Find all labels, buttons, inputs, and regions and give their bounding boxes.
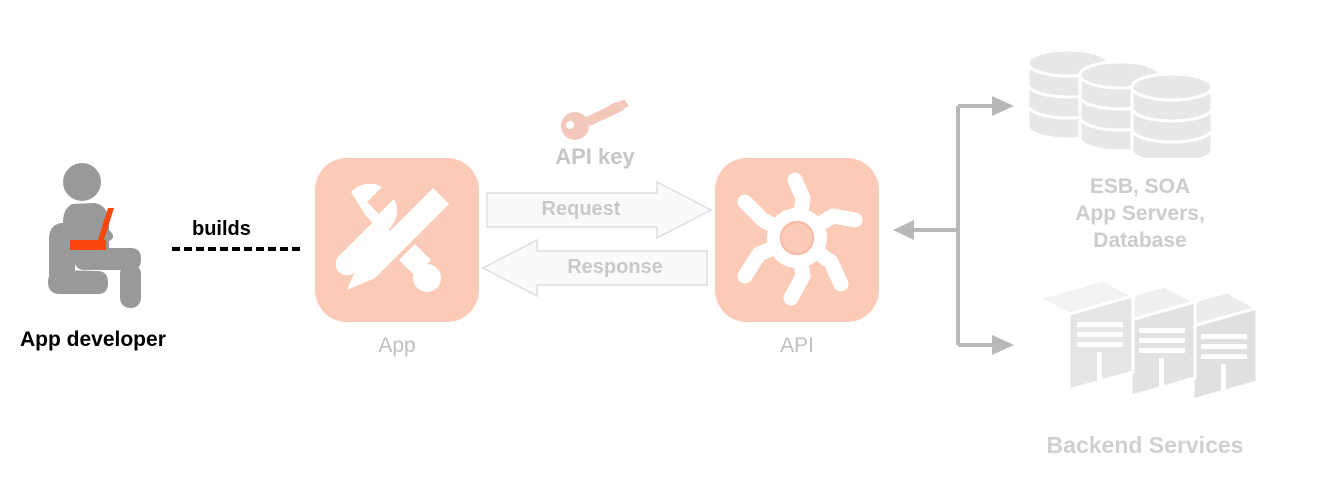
api-key-label: API key — [555, 144, 635, 169]
app-tile[interactable] — [315, 158, 479, 322]
datastores-label-line-2: App Servers, — [1075, 202, 1205, 225]
api-tile[interactable] — [715, 158, 879, 322]
app-developer-group — [42, 160, 182, 310]
request-arrow — [485, 180, 713, 240]
connector-lines — [893, 96, 1014, 355]
datastores-label-line-1: ESB, SOA — [1089, 175, 1191, 198]
wrench-and-pencil-icon — [335, 183, 449, 292]
request-label: Request — [541, 198, 621, 220]
database-stack-group — [1020, 38, 1260, 165]
key-icon — [561, 99, 629, 140]
api-tile-label: API — [780, 334, 814, 357]
builds-dashed-connector — [172, 247, 300, 251]
server-rack-icon — [1035, 278, 1261, 402]
response-arrow — [481, 238, 709, 298]
backend-connectors — [890, 90, 1030, 370]
response-arrow-shape — [481, 238, 708, 298]
app-developer-label: App developer — [20, 328, 166, 351]
builds-label: builds — [192, 218, 251, 240]
request-arrow-shape — [486, 180, 713, 240]
response-label: Response — [567, 256, 663, 278]
datastores-label-group: ESB, SOA App Servers, Database — [1030, 173, 1250, 254]
api-hub-star-icon — [737, 172, 863, 306]
app-tile-label: App — [378, 334, 416, 357]
seated-developer-icon — [48, 163, 141, 308]
backend-services-label: Backend Services — [1046, 432, 1244, 458]
datastores-label-line-3: Database — [1093, 229, 1187, 252]
database-stack-icon — [1026, 48, 1214, 165]
server-rack-group — [1025, 278, 1261, 402]
api-key-group — [558, 99, 632, 140]
